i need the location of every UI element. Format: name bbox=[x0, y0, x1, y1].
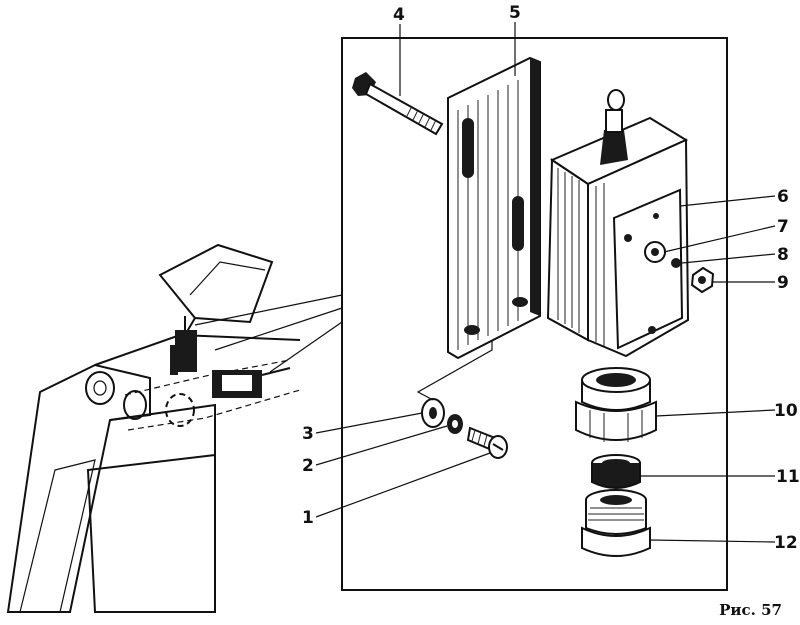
part-3-flat-washer bbox=[421, 398, 445, 428]
part-11-seal-ring bbox=[591, 454, 641, 489]
callout-8: 8 bbox=[777, 245, 789, 265]
callout-3: 3 bbox=[302, 424, 314, 444]
part-1-screw bbox=[466, 426, 508, 459]
callout-11: 11 bbox=[776, 467, 800, 487]
limit-switch-body bbox=[546, 89, 690, 358]
callout-7: 7 bbox=[777, 217, 789, 237]
callout-9: 9 bbox=[777, 273, 789, 293]
part-12-gland-nut bbox=[581, 489, 651, 557]
figure-caption: Рис. 57 bbox=[719, 601, 782, 619]
callout-5: 5 bbox=[509, 3, 521, 23]
part-2-lock-washer bbox=[447, 414, 463, 434]
callout-4: 4 bbox=[393, 5, 405, 25]
part-10-gland-body bbox=[575, 367, 657, 442]
leader-lines bbox=[315, 22, 776, 543]
callout-6: 6 bbox=[777, 187, 789, 207]
part-9-nut bbox=[690, 266, 715, 294]
part-5-mounting-plate bbox=[447, 56, 541, 360]
callout-12: 12 bbox=[774, 533, 798, 553]
part-4-long-bolt bbox=[352, 72, 444, 136]
machine-context-view bbox=[6, 243, 343, 613]
callout-1: 1 bbox=[302, 508, 314, 528]
callout-2: 2 bbox=[302, 456, 314, 476]
callout-10: 10 bbox=[774, 401, 798, 421]
